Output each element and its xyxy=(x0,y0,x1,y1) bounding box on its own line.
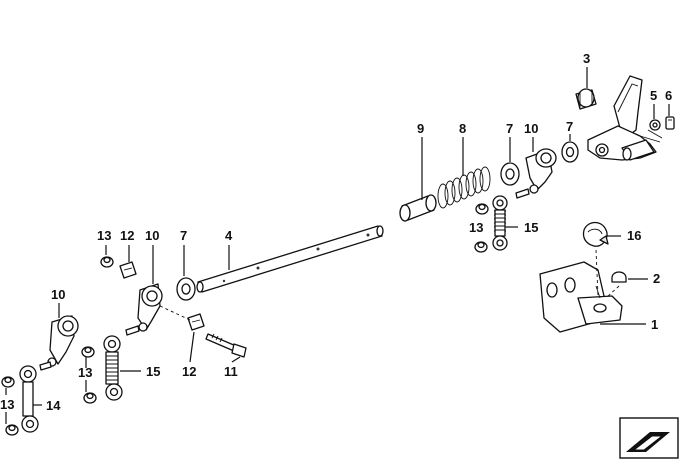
nut-part-13-lower-left xyxy=(81,346,97,404)
clip-part-12-upper xyxy=(119,261,137,279)
washer-part-7-right xyxy=(500,162,520,186)
dust-boot-part-16 xyxy=(582,221,609,247)
callout-13: 13 xyxy=(0,397,14,412)
spring-part-8 xyxy=(437,166,491,209)
ball-socket-part-13-upper xyxy=(474,203,489,253)
screw-part-6 xyxy=(665,116,675,130)
callout-12: 12 xyxy=(182,364,196,379)
lever-part-10-lower xyxy=(39,315,79,371)
selector-shaft-part-4 xyxy=(196,225,384,293)
callout-15: 15 xyxy=(524,220,538,235)
washer-part-7-left xyxy=(176,277,196,301)
washer-part-5 xyxy=(649,119,661,131)
clip-part-12-lower xyxy=(187,313,205,331)
callout-14: 14 xyxy=(46,398,61,413)
link-rod-part-15-lower xyxy=(103,335,123,401)
link-rod-part-15-upper xyxy=(492,195,508,251)
callout-2: 2 xyxy=(653,271,660,286)
link-rod-part-14 xyxy=(19,365,39,433)
bmw-diagram-corner-icon xyxy=(619,417,679,459)
washer-part-7-far-right xyxy=(561,141,579,163)
callout-11: 11 xyxy=(224,364,238,379)
callout-10: 10 xyxy=(145,228,159,243)
callout-9: 9 xyxy=(417,121,424,136)
callout-7: 7 xyxy=(506,121,513,136)
callout-numbers: 9 8 7 10 7 3 5 6 13 15 16 2 1 13 12 10 7… xyxy=(0,51,672,413)
callout-15: 15 xyxy=(146,364,160,379)
callout-3: 3 xyxy=(583,51,590,66)
callout-8: 8 xyxy=(459,121,466,136)
bracket-arm-upper xyxy=(587,75,663,161)
callout-6: 6 xyxy=(665,88,672,103)
bolt-part-11 xyxy=(205,333,247,358)
sleeve-part-9 xyxy=(399,194,437,222)
bushing-part-3 xyxy=(575,88,597,110)
callout-7: 7 xyxy=(566,119,573,134)
nut-part-13-far-left xyxy=(1,376,19,436)
callout-13: 13 xyxy=(469,220,483,235)
callout-4: 4 xyxy=(225,228,233,243)
callout-13: 13 xyxy=(78,365,92,380)
callout-13: 13 xyxy=(97,228,111,243)
callout-12: 12 xyxy=(120,228,134,243)
callout-10: 10 xyxy=(524,121,538,136)
callout-10: 10 xyxy=(51,287,65,302)
leader-lines xyxy=(5,67,670,424)
cap-nut-part-2 xyxy=(611,271,627,283)
bracket-part-1 xyxy=(539,261,623,333)
callout-1: 1 xyxy=(651,317,658,332)
callout-5: 5 xyxy=(650,88,657,103)
lever-part-10-upper xyxy=(515,148,557,199)
nut-part-13-midleft xyxy=(100,256,114,268)
callout-7: 7 xyxy=(180,228,187,243)
lever-part-10-middle xyxy=(125,283,163,336)
callout-16: 16 xyxy=(627,228,641,243)
